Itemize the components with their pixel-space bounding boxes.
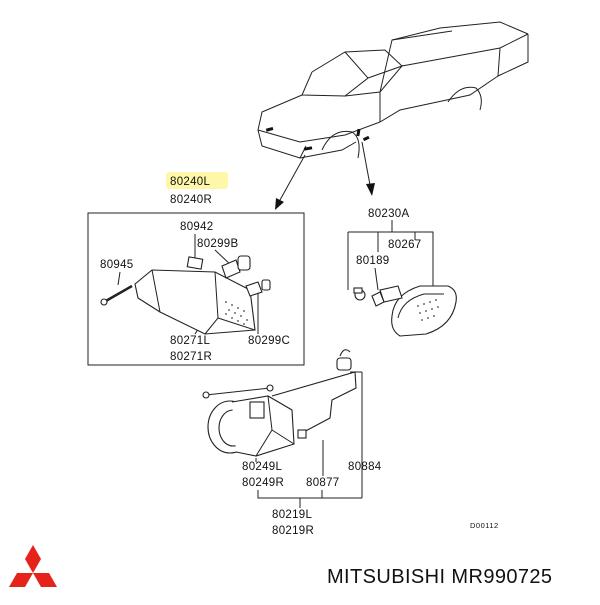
label-80877[interactable]: 80877 <box>306 477 339 489</box>
fog-lamp <box>202 349 357 457</box>
label-80240r[interactable]: 80240R <box>170 194 212 206</box>
label-80219r[interactable]: 80219R <box>272 525 314 537</box>
label-80884[interactable]: 80884 <box>348 461 382 473</box>
label-80299b[interactable]: 80299B <box>197 238 238 250</box>
label-80271l[interactable]: 80271L <box>170 335 210 347</box>
label-80219l[interactable]: 80219L <box>272 509 312 521</box>
mitsubishi-logo-icon <box>9 545 57 587</box>
label-80271r[interactable]: 80271R <box>170 351 212 363</box>
part-highlight <box>166 172 228 189</box>
vehicle-illustration <box>257 21 529 159</box>
label-80267[interactable]: 80267 <box>388 239 421 251</box>
label-80189[interactable]: 80189 <box>356 255 389 267</box>
side-marker-lamp <box>353 285 457 337</box>
label-80249r[interactable]: 80249R <box>242 477 284 489</box>
label-80299c[interactable]: 80299C <box>248 335 290 347</box>
turn-signal-lamp <box>134 255 271 335</box>
label-80942[interactable]: 80942 <box>180 221 213 233</box>
brand-part-number: MITSUBISHI MR990725 <box>327 566 552 588</box>
label-80230a[interactable]: 80230A <box>368 208 409 220</box>
signal-lamp-group-box <box>87 212 305 366</box>
diagram-code: D00112 <box>470 521 499 530</box>
label-80240l[interactable]: 80240L <box>170 176 210 188</box>
label-80249l[interactable]: 80249L <box>242 461 282 473</box>
label-80945[interactable]: 80945 <box>100 259 133 271</box>
